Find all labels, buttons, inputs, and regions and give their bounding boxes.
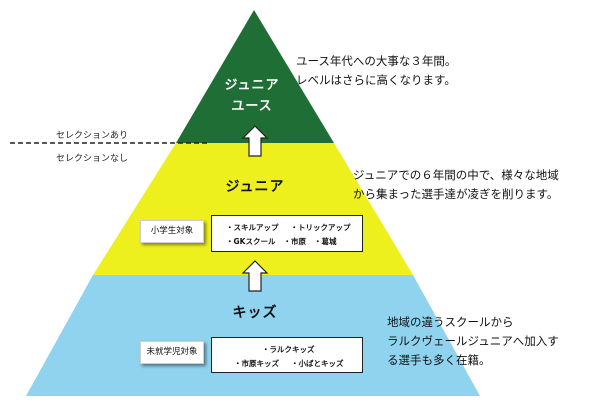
description-line: る選手も多く在籍。 [387,353,491,367]
program-item: ・トリックアップ [290,223,351,232]
description-line: ユース年代への大事な３年間。 [296,54,457,68]
program-item: ・小ばとキッズ [291,359,344,368]
description-line: 地域の違うスクールから [387,315,514,329]
tier-label-youth-line2: ユース [231,99,273,114]
program-item: ・GKスクール [226,237,276,246]
program-item: ・市原キッズ [234,359,279,368]
elementary-programs-box: ・スキルアップ ・トリックアップ ・GKスクール・市原・葛城 [211,215,363,252]
program-item: ・葛城 [313,237,337,246]
preschool-target-tag: 未就学児対象 [140,341,204,364]
arrow-up-icon [241,260,269,292]
selection-without-label: セレクションなし [56,154,129,164]
program-item: ・市原 [283,237,306,246]
pyramid-tier-kids [26,275,480,396]
pyramid-tier-youth [176,10,334,143]
pyramid-tier-junior [93,143,413,275]
program-item: ・スキルアップ [226,223,279,232]
description-line: レベルはさらに高くなります。 [296,73,456,87]
description-kids: 地域の違うスクールから ラルクヴェールジュニアへ加入す る選手も多く在籍。 [387,313,559,370]
tier-label-youth-line1: ジュニア [224,78,280,93]
selection-with-label: セレクションあり [56,131,129,141]
program-item: ・ラルクキッズ [262,345,315,354]
tier-label-youth: ジュニア ユース [206,75,298,117]
tier-label-junior: ジュニア [225,179,285,195]
program-row: ・ラルクキッズ [262,344,315,355]
arrow-up-icon [241,125,269,157]
description-line: ジュニアでの６年間の中で、様々な地域 [353,168,559,182]
description-line: から集まった選手達が凌ぎを削ります。 [353,187,559,201]
description-youth: ユース年代への大事な３年間。 レベルはさらに高くなります。 [296,52,456,90]
preschool-programs-box: ・ラルクキッズ ・市原キッズ ・小ばとキッズ [211,337,363,373]
program-row: ・GKスクール・市原・葛城 [226,236,336,247]
description-junior: ジュニアでの６年間の中で、様々な地域 から集まった選手達が凌ぎを削ります。 [353,166,559,204]
program-row: ・スキルアップ ・トリックアップ [226,222,351,233]
elementary-target-tag: 小学生対象 [140,220,204,243]
program-row: ・市原キッズ ・小ばとキッズ [234,358,344,369]
description-line: ラルクヴェールジュニアへ加入す [387,334,559,348]
tier-label-kids: キッズ [232,305,278,321]
